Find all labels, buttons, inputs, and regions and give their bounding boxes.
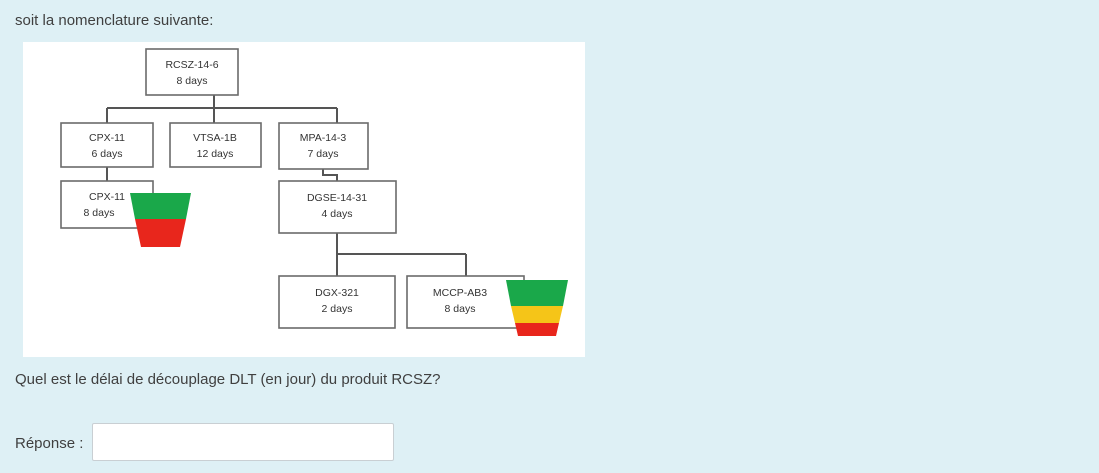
tree-connectors <box>106 95 467 276</box>
node-rcsz: RCSZ-14-6 8 days <box>145 48 239 96</box>
buffer-red-zone <box>135 219 186 247</box>
node-lead-time: 4 days <box>322 208 353 220</box>
node-code: VTSA-1B <box>193 132 237 144</box>
node-box <box>145 48 239 96</box>
node-lead-time: 8 days <box>445 303 476 315</box>
node-lead-time: 7 days <box>308 148 339 160</box>
node-lead-time: 6 days <box>92 148 123 160</box>
node-dgx: DGX-321 2 days <box>278 275 396 329</box>
bom-diagram: RCSZ-14-6 8 days CPX-11 6 days VTSA-1B 1… <box>23 42 585 357</box>
node-code: RCSZ-14-6 <box>165 59 218 71</box>
node-lead-time: 2 days <box>322 303 353 315</box>
node-code: CPX-11 <box>89 132 125 144</box>
node-box <box>60 122 154 168</box>
node-box <box>406 275 525 329</box>
node-mccp: MCCP-AB3 8 days <box>406 275 525 329</box>
node-cpx11: CPX-11 6 days <box>60 122 154 168</box>
node-lead-time: 12 days <box>197 148 234 160</box>
buffer-green-zone <box>506 280 568 306</box>
answer-label: Réponse : <box>15 435 84 452</box>
node-code: CPX-11 <box>89 191 125 203</box>
buffer-yellow-zone <box>511 306 563 323</box>
buffer-icon-mccp <box>506 280 568 336</box>
buffer-red-zone <box>515 323 559 336</box>
node-box <box>278 180 397 234</box>
buffer-green-zone <box>130 193 191 219</box>
node-lead-time: 8 days <box>84 207 115 219</box>
answer-input[interactable] <box>92 423 394 461</box>
node-mpa: MPA-14-3 7 days <box>278 122 369 170</box>
node-dgse: DGSE-14-31 4 days <box>278 180 397 234</box>
node-code: DGSE-14-31 <box>307 192 367 204</box>
question-text: Quel est le délai de découplage DLT (en … <box>15 371 441 388</box>
intro-text: soit la nomenclature suivante: <box>15 12 214 29</box>
connector-mpa-down <box>322 169 338 181</box>
node-code: MPA-14-3 <box>300 132 347 144</box>
node-vtsa: VTSA-1B 12 days <box>169 122 262 168</box>
bom-tree-svg: RCSZ-14-6 8 days CPX-11 6 days VTSA-1B 1… <box>60 48 568 336</box>
node-box <box>169 122 262 168</box>
node-code: DGX-321 <box>315 287 359 299</box>
buffer-icon-cpx11 <box>130 193 191 247</box>
node-lead-time: 8 days <box>177 75 208 87</box>
node-box <box>278 122 369 170</box>
node-code: MCCP-AB3 <box>433 287 487 299</box>
node-box <box>278 275 396 329</box>
